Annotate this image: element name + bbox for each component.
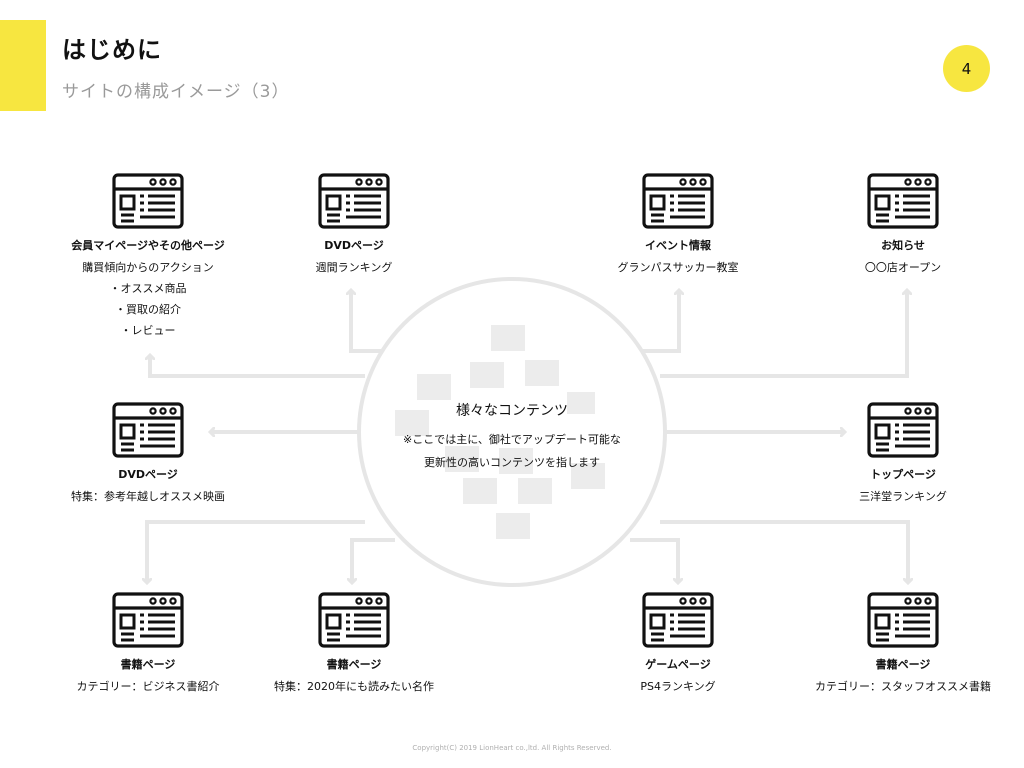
center-description-line: 更新性の高いコンテンツを指します: [424, 456, 600, 469]
node-line: ・レビュー: [120, 324, 176, 337]
node-line: カテゴリー：スタッフオススメ書籍: [815, 680, 991, 693]
browser-window-icon: [642, 173, 714, 229]
connector-arrows: [147, 290, 908, 583]
node-line: ・買取の紹介: [115, 303, 181, 316]
node-title: お知らせ: [881, 239, 925, 252]
browser-window-icon: [112, 173, 184, 229]
node-title: 書籍ページ: [326, 658, 382, 671]
node-line: グランパスサッカー教室: [617, 261, 739, 274]
arrow-to-top-right: [660, 290, 907, 378]
browser-window-icon: [642, 592, 714, 648]
node-title: ゲームページ: [645, 658, 711, 671]
node-bottom-mid-right: ゲームページ PS4ランキング: [568, 592, 788, 697]
node-line: 三洋堂ランキング: [859, 490, 947, 503]
browser-window-icon: [867, 173, 939, 229]
node-title: イベント情報: [645, 239, 711, 252]
node-title: トップページ: [870, 468, 936, 481]
node-line: 購買傾向からのアクション: [82, 261, 214, 274]
accent-bar: [0, 20, 46, 111]
page-subtitle: サイトの構成イメージ（3）: [62, 82, 290, 102]
node-line: PS4ランキング: [640, 680, 716, 693]
browser-window-icon: [112, 402, 184, 458]
node-line: 週間ランキング: [315, 261, 393, 274]
center-description: ※ここでは主に、御社でアップデート可能な 更新性の高いコンテンツを指します: [380, 428, 644, 474]
node-title: DVDページ: [118, 468, 178, 481]
node-bottom-left: 書籍ページ カテゴリー：ビジネス書紹介: [38, 592, 258, 697]
arrow-to-bottom-mid-right: [630, 538, 678, 583]
node-top-left: 会員マイページやその他ページ 購買傾向からのアクション ・オススメ商品 ・買取の…: [38, 173, 258, 341]
arrow-to-top-left: [150, 355, 365, 378]
node-line: ・オススメ商品: [109, 282, 187, 295]
browser-window-icon: [318, 592, 390, 648]
arrow-to-bottom-mid-left: [352, 538, 395, 583]
arrow-to-bottom-left: [147, 520, 365, 583]
node-middle-left: DVDページ 特集：参考年越しオススメ映画: [38, 402, 258, 507]
browser-window-icon: [867, 592, 939, 648]
node-line: カテゴリー：ビジネス書紹介: [76, 680, 220, 693]
node-bottom-right: 書籍ページ カテゴリー：スタッフオススメ書籍: [793, 592, 1013, 697]
node-line: 特集：2020年にも読みたい名作: [274, 680, 434, 693]
node-top-mid-left: DVDページ 週間ランキング: [244, 173, 464, 278]
node-line: 特集：参考年越しオススメ映画: [71, 490, 225, 503]
browser-window-icon: [318, 173, 390, 229]
node-line: 〇〇店オープン: [864, 261, 942, 274]
node-top-right: お知らせ 〇〇店オープン: [793, 173, 1013, 278]
center-description-line: ※ここでは主に、御社でアップデート可能な: [403, 433, 621, 446]
arrow-to-top-mid-right: [630, 290, 679, 353]
node-title: 会員マイページやその他ページ: [71, 239, 225, 252]
node-title: DVDページ: [324, 239, 384, 252]
node-title: 書籍ページ: [120, 658, 176, 671]
browser-window-icon: [112, 592, 184, 648]
node-title: 書籍ページ: [875, 658, 931, 671]
node-middle-right: トップページ 三洋堂ランキング: [793, 402, 1013, 507]
center-title: 様々なコンテンツ: [456, 403, 568, 419]
page-number-badge: 4: [943, 45, 990, 92]
node-bottom-mid-left: 書籍ページ 特集：2020年にも読みたい名作: [244, 592, 464, 697]
content-blocks: [395, 325, 605, 539]
arrow-to-bottom-right: [660, 520, 908, 583]
copyright-footer: Copyright(C) 2019 LionHeart co.,ltd. All…: [412, 744, 612, 752]
browser-window-icon: [867, 402, 939, 458]
node-top-mid-right: イベント情報 グランパスサッカー教室: [568, 173, 788, 278]
page-title: はじめに: [62, 36, 162, 64]
center-circle: [357, 277, 667, 587]
